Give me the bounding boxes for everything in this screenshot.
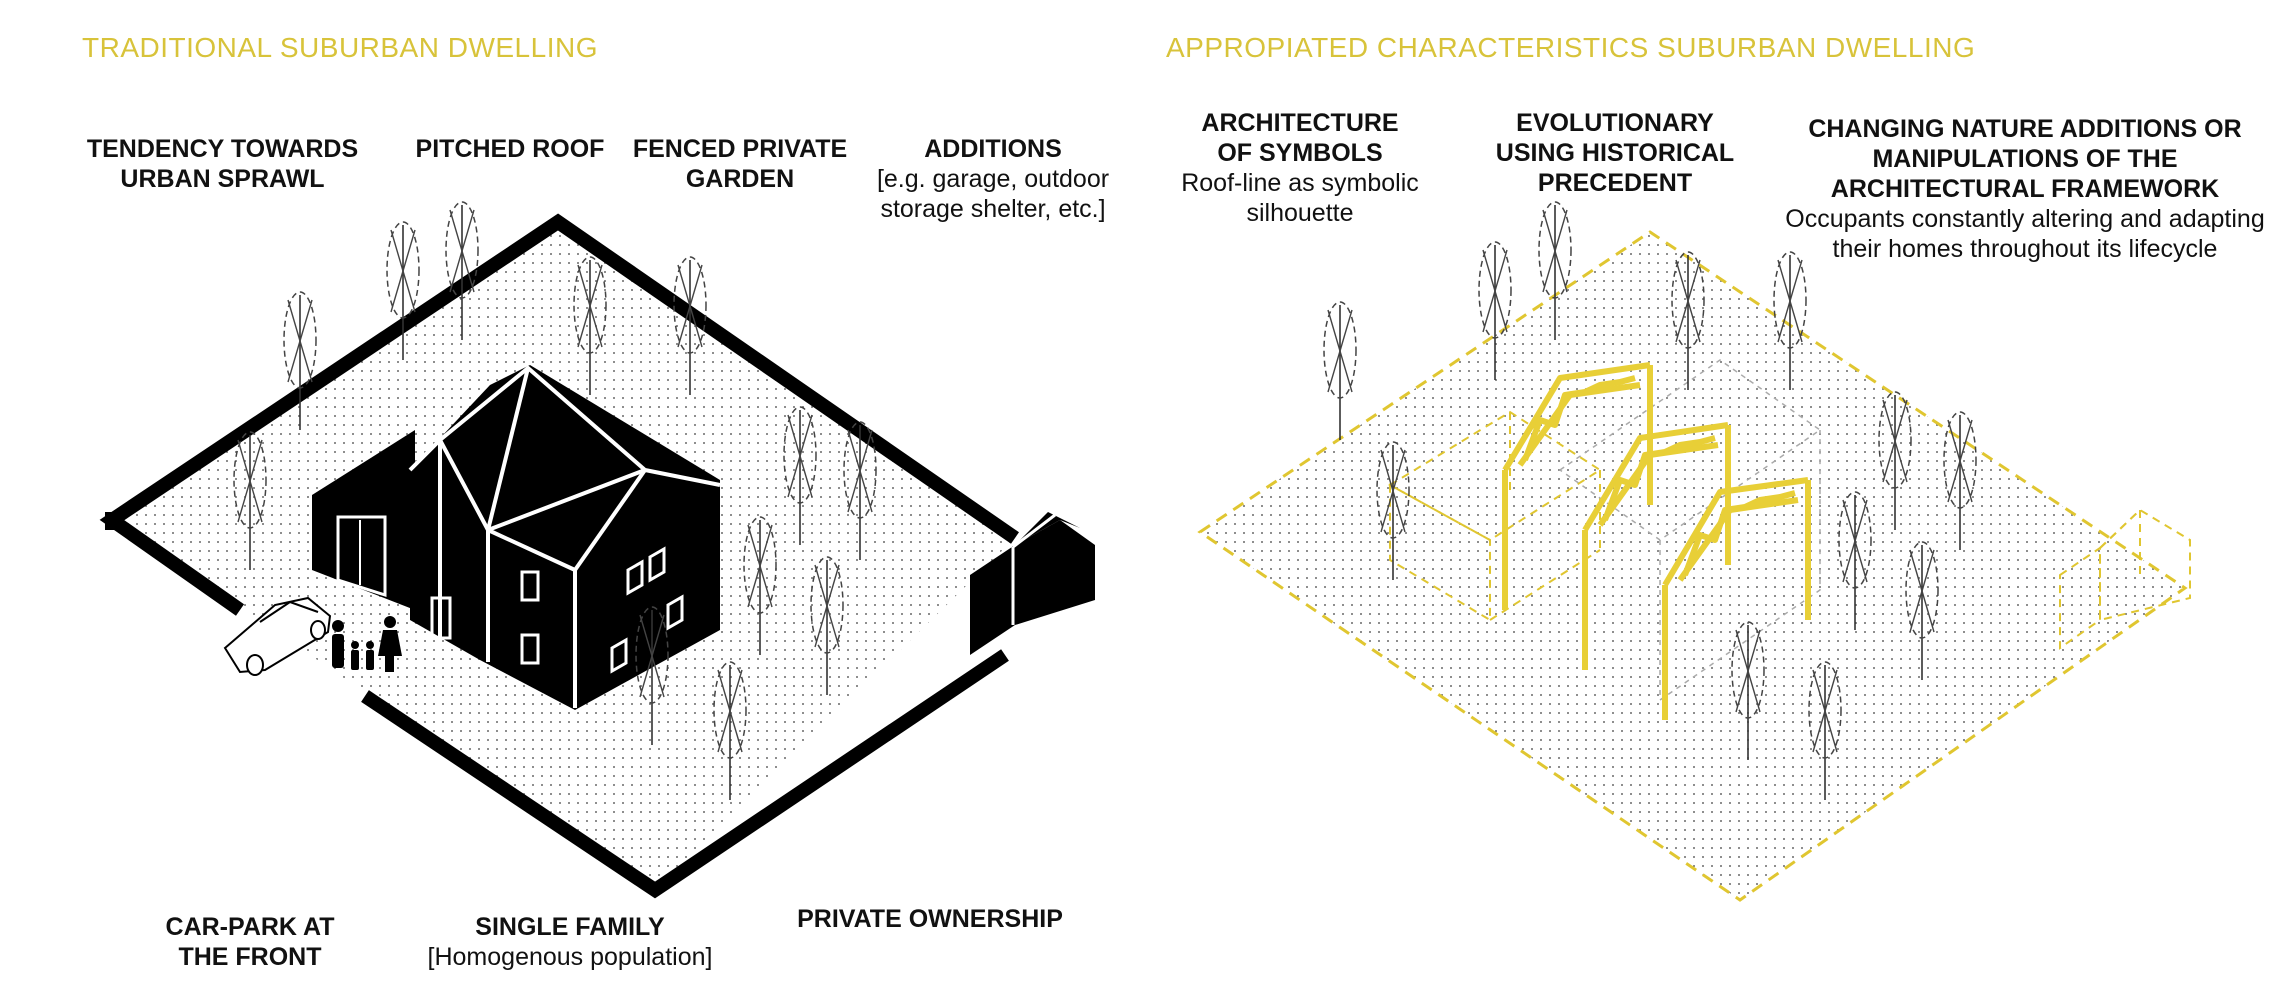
label-private-ownership: PRIVATE OWNERSHIP [790, 904, 1070, 934]
label-additions-sub2: storage shelter, etc.] [880, 195, 1106, 223]
left-panel-title: TRADITIONAL SUBURBAN DWELLING [82, 32, 598, 63]
label-changing-nature-line1: CHANGING NATURE ADDITIONS OR [1808, 115, 2242, 143]
outdoor-shed [970, 512, 1095, 655]
label-fenced-garden-line1: FENCED PRIVATE [632, 135, 848, 163]
label-evolutionary-line1: EVOLUTIONARY [1516, 109, 1714, 137]
label-fenced-garden: FENCED PRIVATE GARDEN [625, 134, 855, 194]
label-single-family-heading: SINGLE FAMILY [475, 913, 665, 941]
label-single-family: SINGLE FAMILY [Homogenous population] [420, 912, 720, 972]
label-urban-sprawl-line2: URBAN SPRAWL [120, 165, 325, 193]
garage [312, 430, 415, 610]
label-pitched-roof: PITCHED ROOF [405, 134, 615, 164]
label-additions-sub1: [e.g. garage, outdoor [876, 165, 1110, 193]
label-urban-sprawl: TENDENCY TOWARDS URBAN SPRAWL [80, 134, 365, 194]
fence [99, 213, 1019, 899]
label-evolutionary-line3: PRECEDENT [1537, 169, 1693, 197]
label-car-park-line2: THE FRONT [178, 943, 322, 971]
ghost-volume [1388, 410, 1602, 622]
label-single-family-sub: [Homogenous population] [427, 943, 713, 971]
traditional-dwelling-diagram [99, 201, 1095, 899]
label-architecture-symbols-sub1: Roof-line as symbolic [1181, 169, 1419, 197]
label-car-park: CAR-PARK AT THE FRONT [140, 912, 360, 972]
label-evolutionary: EVOLUTIONARY USING HISTORICAL PRECEDENT [1480, 108, 1750, 198]
label-changing-nature-sub2: their homes throughout its lifecycle [1832, 235, 2218, 263]
car [223, 596, 332, 676]
label-changing-nature-sub1: Occupants constantly altering and adapti… [1785, 205, 2265, 233]
label-urban-sprawl-line1: TENDENCY TOWARDS [86, 135, 359, 163]
label-changing-nature: CHANGING NATURE ADDITIONS OR MANIPULATIO… [1780, 114, 2270, 264]
appropriated-dwelling-diagram [1197, 201, 2191, 902]
label-pitched-roof-heading: PITCHED ROOF [415, 135, 605, 163]
label-architecture-symbols-sub2: silhouette [1246, 199, 1354, 227]
label-additions: ADDITIONS [e.g. garage, outdoor storage … [868, 134, 1118, 224]
label-architecture-symbols: ARCHITECTURE OF SYMBOLS Roof-line as sym… [1170, 108, 1430, 228]
label-private-ownership-heading: PRIVATE OWNERSHIP [797, 905, 1063, 933]
label-fenced-garden-line2: GARDEN [685, 165, 795, 193]
label-evolutionary-line2: USING HISTORICAL [1495, 139, 1735, 167]
structural-frames [1502, 362, 1811, 720]
label-changing-nature-line3: ARCHITECTURAL FRAMEWORK [1830, 175, 2220, 203]
family-figures [332, 616, 402, 672]
label-architecture-symbols-line1: ARCHITECTURE [1201, 109, 1399, 137]
right-panel-title: APPROPIATED CHARACTERISTICS SUBURBAN DWE… [1166, 32, 1976, 63]
label-car-park-line1: CAR-PARK AT [165, 913, 335, 941]
ghost-shed [2059, 508, 2191, 650]
label-additions-heading: ADDITIONS [924, 135, 1062, 163]
label-architecture-symbols-line2: OF SYMBOLS [1217, 139, 1383, 167]
label-changing-nature-line2: MANIPULATIONS OF THE [1872, 145, 2178, 173]
